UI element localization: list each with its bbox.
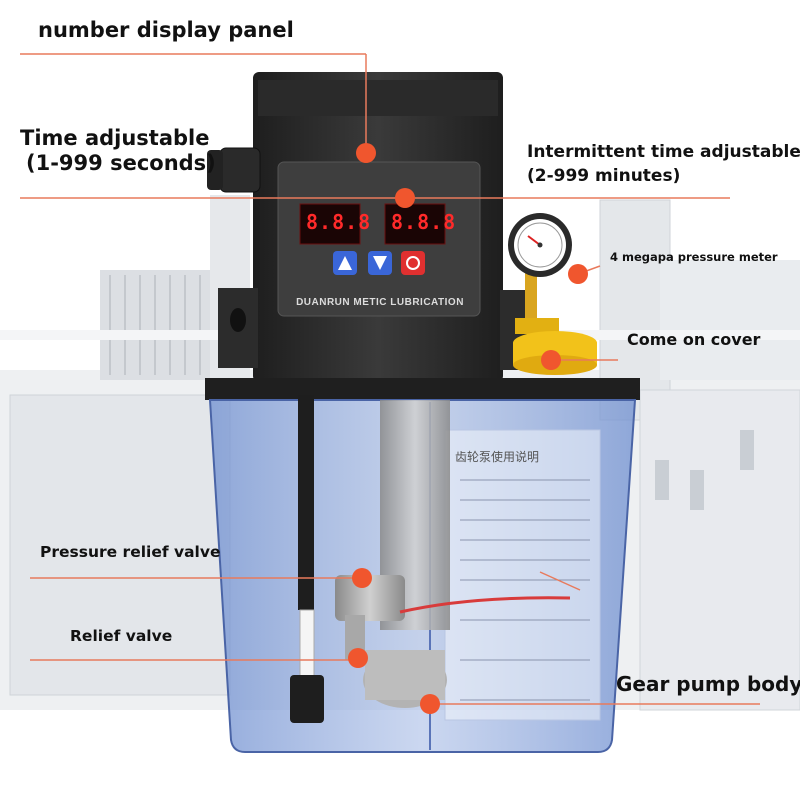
marker-time-adjust	[395, 188, 415, 208]
pump-internals	[290, 395, 571, 723]
label-intermittent-line2: (2-999 minutes)	[527, 166, 681, 187]
label-gear-pump-body: Gear pump body	[616, 672, 800, 696]
display-left: 8.8.8	[306, 210, 372, 234]
marker-cover	[541, 350, 561, 370]
label-pressure-relief-valve: Pressure relief valve	[40, 543, 221, 561]
label-pressure-meter: 4 megapa pressure meter	[610, 250, 778, 264]
marker-gear-pump	[420, 694, 440, 714]
marker-pressure-meter	[568, 264, 588, 284]
tank-instruction-title: 齿轮泵使用说明	[455, 450, 540, 464]
markers	[348, 143, 588, 714]
reset-icon	[406, 256, 420, 270]
brand-text: DUANRUN METIC LUBRICATION	[296, 297, 464, 308]
control-panel	[277, 161, 481, 317]
label-intermittent-time: Intermittent time adjustable (2-999 minu…	[527, 142, 800, 187]
label-number-display-panel: number display panel	[38, 18, 294, 42]
label-come-on-cover: Come on cover	[627, 330, 761, 349]
label-intermittent-line1: Intermittent time adjustable	[527, 142, 800, 162]
marker-display-panel	[356, 143, 376, 163]
label-time-adjustable: Time adjustable (1-999 seconds)	[20, 126, 216, 176]
leader-lines	[20, 53, 760, 705]
up-arrow-icon	[338, 256, 352, 270]
label-time-adjustable-line1: Time adjustable	[20, 126, 210, 150]
label-relief-valve: Relief valve	[70, 627, 173, 645]
display-right: 8.8.8	[391, 210, 457, 234]
pressure-gauge-icon	[508, 213, 572, 320]
marker-relief-valve	[348, 648, 368, 668]
label-time-adjustable-line2: (1-999 seconds)	[26, 151, 216, 176]
marker-pressure-relief-valve	[352, 568, 372, 588]
down-arrow-icon	[373, 256, 387, 270]
